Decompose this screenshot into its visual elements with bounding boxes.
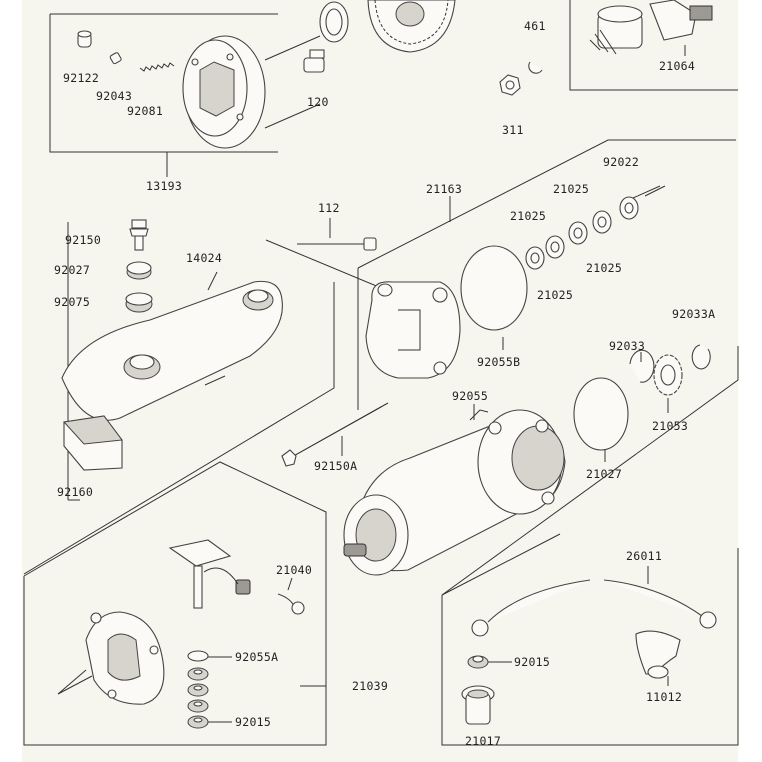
label-92160: 92160 [57, 485, 93, 499]
part-starter-relay [589, 0, 713, 55]
part-brush-spring [277, 593, 305, 615]
part-collar-92075 [125, 292, 153, 313]
part-boot-21017 [461, 685, 495, 725]
part-oring-92055A [187, 650, 232, 662]
label-26011: 26011 [626, 549, 662, 563]
part-spring-92043 [109, 52, 122, 65]
label-92033A: 92033A [672, 307, 715, 321]
part-bolt-120 [303, 49, 325, 73]
label-21025-c: 21025 [586, 261, 622, 275]
label-120: 120 [307, 95, 329, 109]
part-cap-11012 [635, 630, 681, 686]
label-21039: 21039 [352, 679, 388, 693]
label-92055: 92055 [452, 389, 488, 403]
box-21064 [569, 0, 738, 91]
part-brush-plate [85, 611, 165, 705]
washer-stack [187, 667, 232, 729]
label-92043: 92043 [96, 89, 132, 103]
label-92122: 92122 [63, 71, 99, 85]
part-starter-motor-92055 [343, 404, 566, 576]
part-starter-cover-14024 [61, 280, 283, 421]
label-92027: 92027 [54, 263, 90, 277]
label-92022: 92022 [603, 155, 639, 169]
label-21025-a: 21025 [553, 182, 589, 196]
part-circlip-92033 [629, 349, 655, 383]
label-21025-d: 21025 [537, 288, 573, 302]
label-13193: 13193 [146, 179, 182, 193]
label-21040: 21040 [276, 563, 312, 577]
part-number-labels: 92122 92043 92081 120 13193 461 21064 31… [54, 19, 715, 748]
part-long-bolt-92150A [281, 402, 389, 467]
cover-box-14024 [23, 222, 335, 575]
label-21017: 21017 [465, 734, 501, 748]
cable-box-26011 [441, 533, 739, 746]
shim-washers-21025 [525, 196, 639, 270]
label-92081: 92081 [127, 104, 163, 118]
part-washer-top [319, 1, 349, 43]
label-21064: 21064 [659, 59, 695, 73]
label-461: 461 [524, 19, 546, 33]
part-brush-21040 [168, 539, 251, 609]
label-112: 112 [318, 201, 340, 215]
kit-box-13193 [49, 13, 278, 177]
part-grommet-92027 [126, 261, 152, 280]
label-311: 311 [502, 123, 524, 137]
part-oring-21027 [573, 377, 629, 451]
part-front-cover-21163 [365, 281, 461, 379]
label-92150A: 92150A [314, 459, 357, 473]
label-92015-a: 92015 [235, 715, 271, 729]
label-92015-b: 92015 [514, 655, 550, 669]
label-92075: 92075 [54, 295, 90, 309]
part-pin-92122 [77, 30, 92, 48]
label-14024: 14024 [186, 251, 222, 265]
part-circlip-92033A [691, 344, 711, 370]
label-21027: 21027 [586, 467, 622, 481]
part-clip-461 [528, 61, 543, 74]
part-starter-clutch [182, 35, 266, 149]
part-bolt-112 [297, 218, 377, 251]
part-nut-311 [499, 74, 521, 96]
label-92055B: 92055B [477, 355, 520, 369]
part-bolt-92150 [129, 219, 149, 251]
label-21163: 21163 [426, 182, 462, 196]
label-92033: 92033 [609, 339, 645, 353]
part-starter-gear [367, 0, 456, 53]
brush-box-21039 [23, 461, 327, 746]
part-pad-92160 [63, 415, 123, 471]
label-21025-b: 21025 [510, 209, 546, 223]
assembly-box-21163 [357, 139, 739, 596]
label-11012: 11012 [646, 690, 682, 704]
label-92150: 92150 [65, 233, 101, 247]
label-92055A: 92055A [235, 650, 278, 664]
part-pinion-gear-21053 [653, 354, 683, 396]
part-spring-92081 [139, 62, 175, 72]
label-21053: 21053 [652, 419, 688, 433]
part-oring-92055B [460, 245, 528, 331]
part-nut-92015-cable [467, 655, 512, 669]
part-cable-26011 [471, 566, 717, 637]
